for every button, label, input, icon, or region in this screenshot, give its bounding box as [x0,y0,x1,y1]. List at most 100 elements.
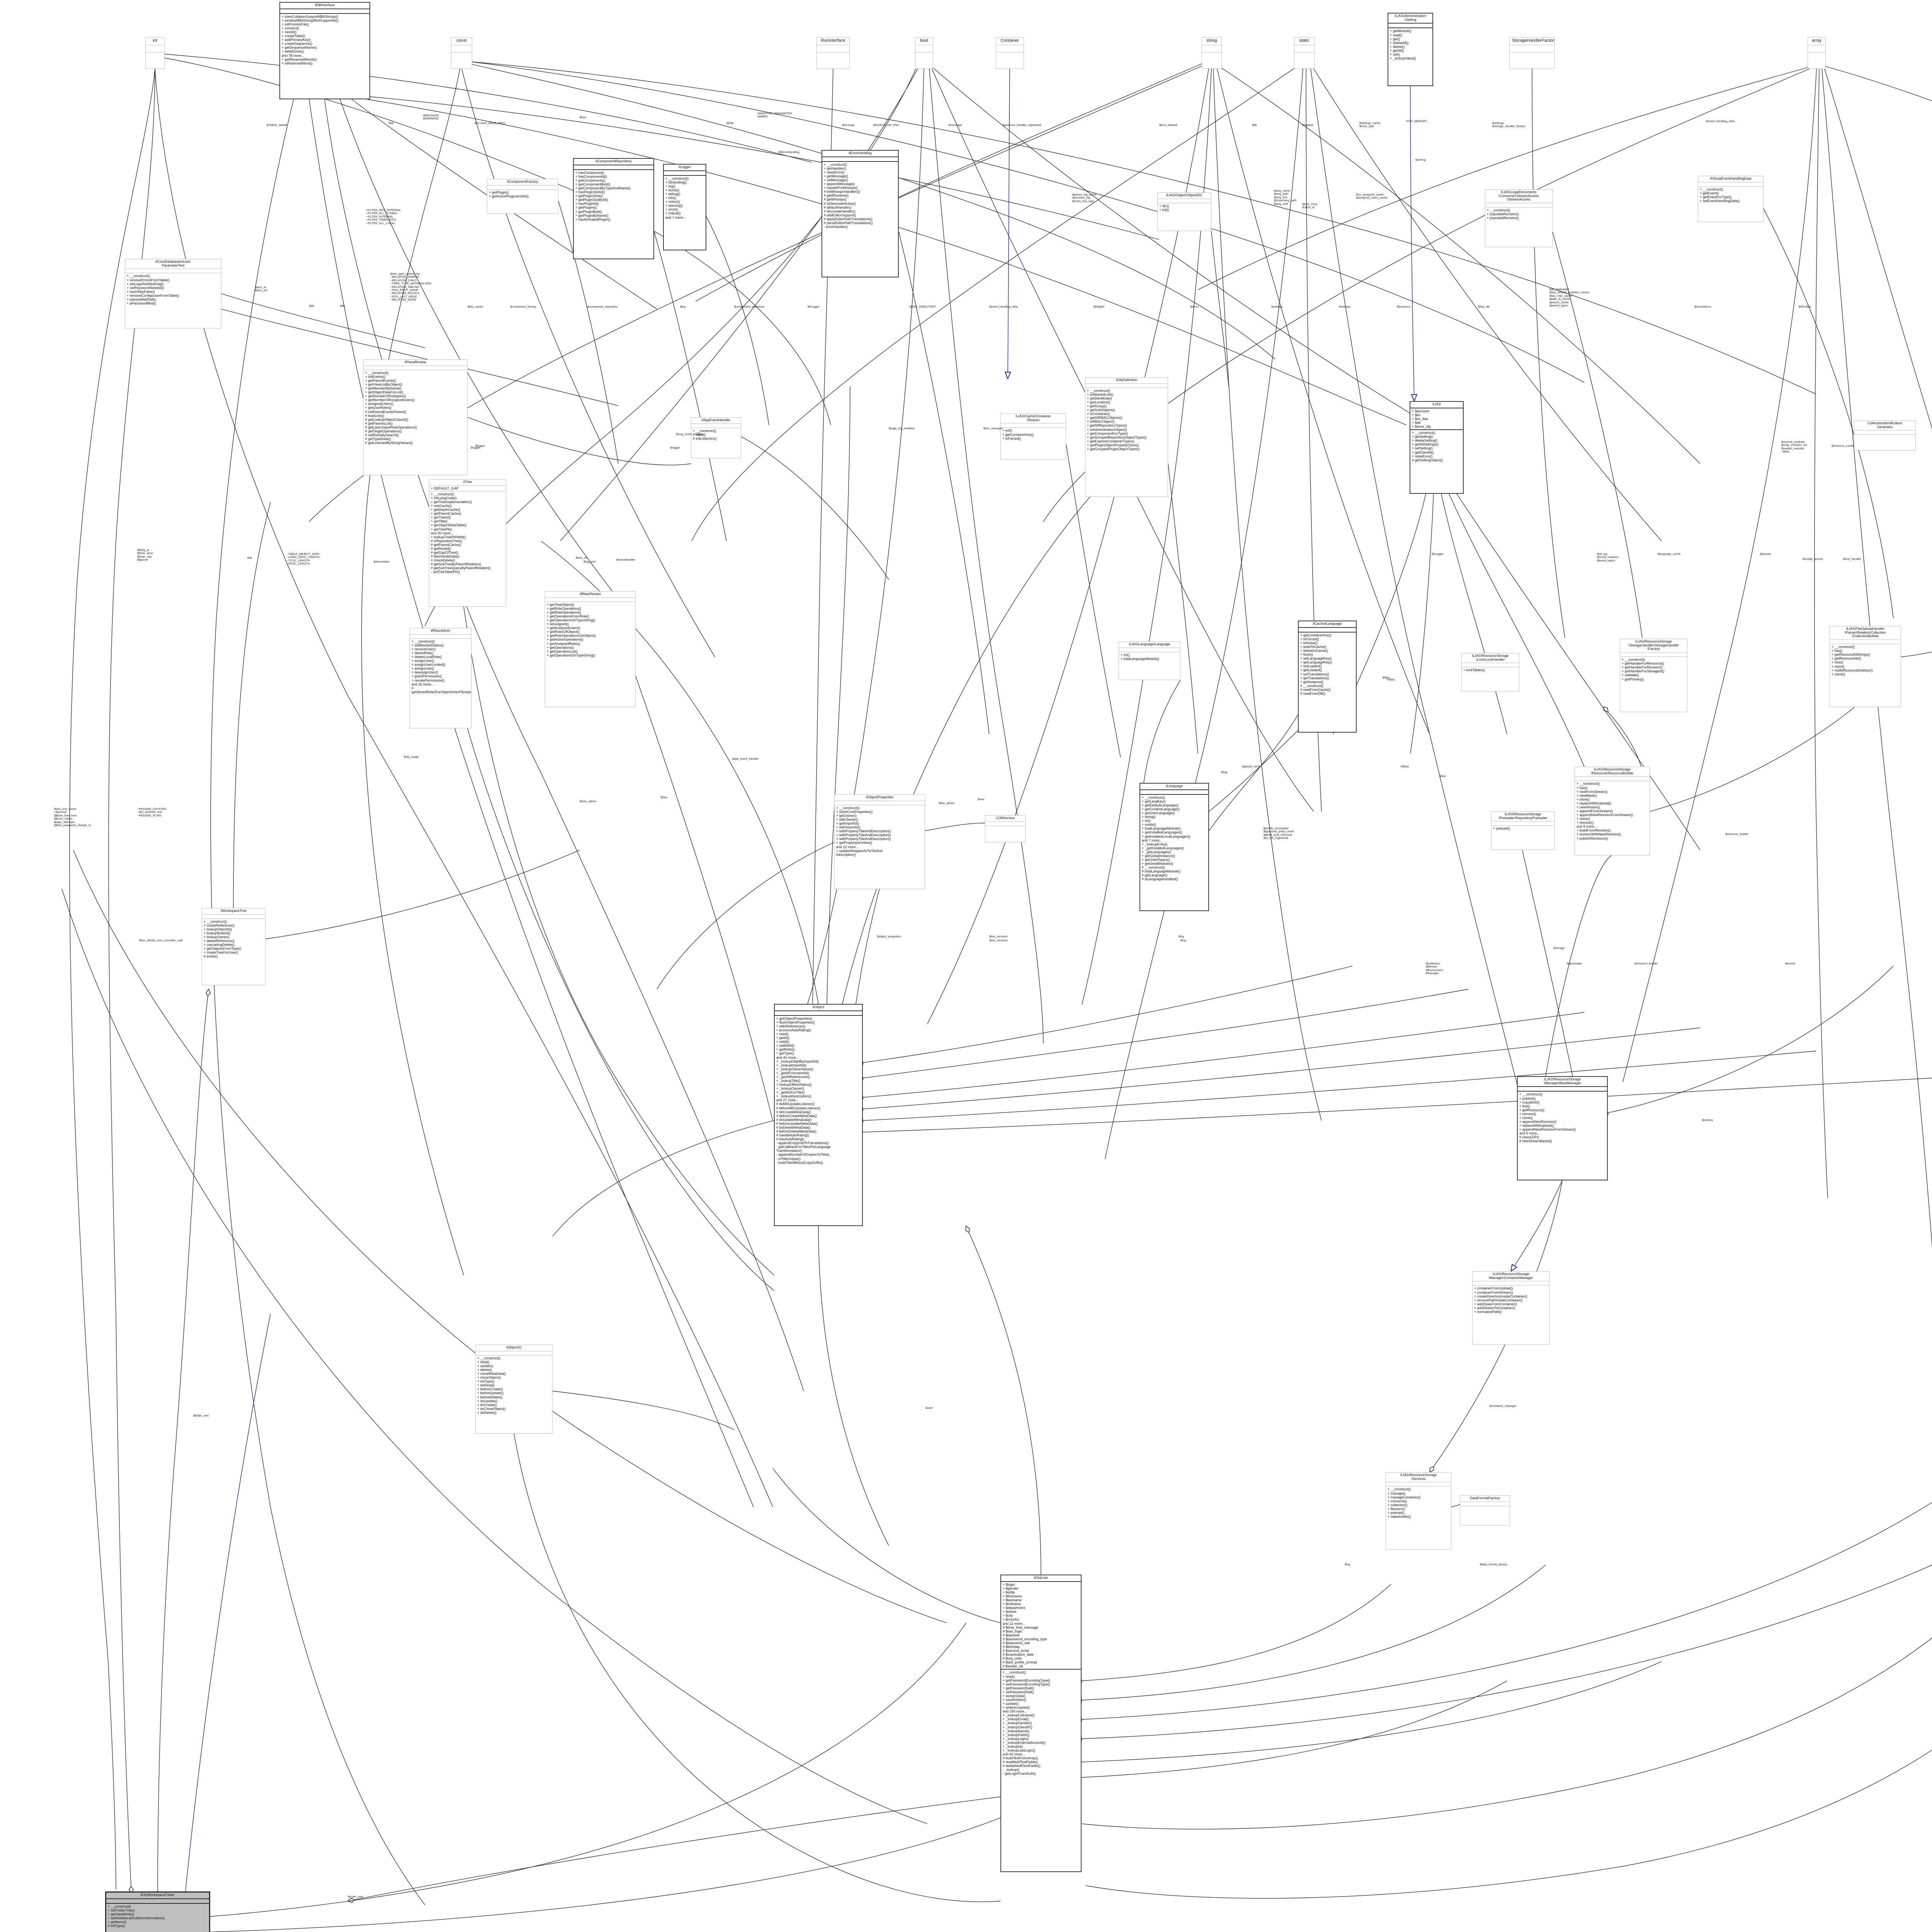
edge-label: ~PHP_MEMORY [1405,119,1427,123]
class-node-ilRbacReview[interactable]: ilRbacReview+ getTreeObject() + getRoleO… [545,591,636,707]
class-node-ILIAS_Language_Language[interactable]: ILIAS\Language\Language+ txt() + loadLan… [1119,641,1180,680]
class-node-Container[interactable]: Container [996,37,1024,69]
class-node-operations: + __construct() + getEvent() + getEventF… [1700,187,1740,203]
class-node-ilObjectIO[interactable]: ilObjectIO+ __construct() + read() + upd… [475,1345,553,1434]
class-node-title: const [451,37,472,45]
class-node-title: ILIAS\FileUploadHandler \Parser\Relation… [1830,626,1901,640]
class-node-ilObjWorkspaceFolder[interactable]: ilObjWorkspaceFolder+ __construct() + se… [105,1891,210,1932]
class-node-ILIAS_FileUploadHandler_EventsSubject[interactable]: ILIAS\FileUploadHandler \Parser\Relation… [1830,626,1901,707]
class-node-attributes: + DEFAULT_GAP [429,486,506,492]
class-node-title: RunInterface [817,37,849,45]
edge-label: $lom_details_user_reminder_mail [139,939,183,942]
class-node-operations [1808,53,1825,60]
edge-label: $logger [670,446,680,449]
class-node-string[interactable]: string [1202,37,1222,69]
edge-label: $db [1252,123,1257,127]
class-node-ilVirtualEventHandlingData[interactable]: ilVirtualEventHandlingData + __construct(… [1698,176,1764,222]
class-node-int[interactable]: int [145,37,165,69]
class-node-attributes [822,157,898,162]
class-node-title: ILIAS\Cache\Container \Reason [1001,414,1066,424]
class-node-operations: + __construct() + isHandling() + log() +… [665,176,689,219]
class-node-ilCacheLanguage[interactable]: ilCachedLanguage+ getContainerKey() + is… [1298,621,1357,733]
class-node-ilObjDefinition[interactable]: ilObjDefinition+ __construct() + isAllow… [1085,377,1168,497]
class-node-operations [996,53,1024,60]
class-node-ilObjUser[interactable]: ilObjUser+ $login + $gender + $utitle + … [1000,1575,1082,1872]
edge-label: $rid_log $found_modules $found_topics [1597,552,1619,562]
class-node-CollectionIdentificationGenerator[interactable]: CollectionIdentification Generator [1854,420,1916,451]
class-node-attributes [1485,203,1552,208]
class-node-ilLogger[interactable]: ilLogger+ __construct() + isHandling() +… [663,164,706,250]
class-node-ilRbacAdmin[interactable]: ilRbacAdmin+ __construct() + setBlockedS… [410,628,471,728]
edge-label: $settings [1339,305,1351,308]
class-node-ILIAS_Administration_Setting[interactable]: ILIAS\Administration \Setting+ getModule… [1388,13,1433,86]
class-node-ILIAS_LegalDocumentsConsumerStreamAccessSheetAccess[interactable]: ILIAS\LegalDocuments \Consumer\StreamAcc… [1485,189,1553,247]
class-node-attributes [1119,648,1180,652]
edge-label: $invalid_access [1803,557,1823,561]
class-node-ilCoreDatabaseIniUserParameterText[interactable]: ilCoreDatabaseIniUser ParameterText+ __c… [125,259,221,328]
class-node-ILIAS_ResourceStorage_Manager_BaseManager[interactable]: ILIAS\ResourceStorage \Manager\BaseManag… [1517,1076,1608,1180]
class-node-title: ilComponentRepository [574,159,653,165]
class-node-bool[interactable]: bool [915,37,933,69]
class-node-RunInterface[interactable]: RunInterface [816,37,850,69]
class-node-operations: + __construct() + getLangKey() + getDefa… [1142,795,1190,881]
edge-label: $app_event_handler [732,757,759,760]
class-node-ILIAS_Object_ObjectDIC[interactable]: ILIAS\Object\ObjectDIC+ dic() + init() [1157,192,1211,231]
edge-label: $db_preloaded $ilias_default_modules_nam… [1549,287,1589,307]
class-node-title: ilRbacAdmin [410,628,471,634]
class-node-attributes [1386,1482,1451,1487]
edge-label: $user [925,1406,933,1410]
edge-label: $order_user [348,1895,364,1898]
class-node-ilComponentFactory[interactable]: ilComponentFactory+ getPlugin() + getAct… [487,179,558,214]
class-node-LCMService[interactable]: LCMService [985,815,1026,842]
class-node-operations: + getModule() + read() + get() + deleteA… [1390,29,1416,60]
class-node-operations: + __construct() + publish() + unpublish(… [1519,1092,1576,1143]
class-node-attributes [1698,182,1763,187]
class-node-operations [1510,53,1554,60]
class-node-ilTree[interactable]: ilTree+ DEFAULT_GAP+ __construct() + ini… [429,479,506,607]
class-node-ilRadToHandler[interactable]: ilAppEventHandler+ __construct() + raise… [691,417,741,458]
class-node-title: ilTree [429,480,506,486]
edge-label: $lom_services [989,939,1008,942]
class-node-operations: + __construct() + createReference() + lo… [204,919,242,959]
class-node-ilComponentRepository[interactable]: ilComponentRepository+ hasComponent() + … [573,158,654,259]
class-node-const[interactable]: const [451,37,472,69]
class-node-ILIAS_ResourceStorage_Manager_ContainerManager[interactable]: ILIAS\ResourceStorage \Manager\Container… [1472,1271,1549,1345]
edge-label: $ilias_db [1478,305,1490,308]
class-node-operations: + __construct() + isAllowedLink() + getD… [1087,388,1147,451]
edge-label: $tree [661,796,668,799]
class-node-array[interactable]: array [1808,37,1826,69]
class-node-ILIAS_ResourceStorage_LockLockHandler[interactable]: ILIAS\ResourceStorage \Lock\LockHandler+… [1461,653,1519,692]
class-node-ILIAS_Cache_ContainerReason[interactable]: ILIAS\Cache\Container \Reason+ isIt() + … [1000,413,1066,460]
class-node-title: int [146,37,164,45]
class-node-ilObject[interactable]: ilObject+ getObjectProperties() + flushO… [774,1004,863,1226]
edge-label: $ilDB [726,121,733,125]
class-node-title: ilVirtualEventHandlingData [1698,176,1763,182]
class-node-attributes [1294,45,1314,53]
class-node-title: ILIAS\ResourceStorage \StorageHandler\St… [1620,639,1687,653]
class-node-operations: + getObjectProperties() + flushObjectPro… [776,1016,831,1165]
edge-label: $tree_ref [576,556,588,560]
class-node-ilWorkspaceTree[interactable]: ilWorkspaceTree+ __construct() + createR… [202,908,265,985]
class-node-DataFormatFactory[interactable]: DataFormatFactory [1460,1495,1510,1526]
class-node-title: ilPlaceReview [364,360,467,366]
edge-label: $ilias [1439,774,1446,778]
class-node-ilDBInterface[interactable]: ilDBInterface+ doesCollationSupportMB4St… [279,2,370,99]
class-node-ILIAS_ResourceStorage_Services[interactable]: ILIAS\ResourceStorage \Services+ __const… [1386,1472,1451,1549]
class-node-ilPlaceReview[interactable]: ilPlaceReview+ __construct() + initEvent… [363,359,468,475]
class-node-ILIAS_ResourceStorage_ResourceIsBuilder[interactable]: ILIAS\ResourceStorage \Resource\Resource… [1575,767,1650,855]
class-node-ilErrorHandling[interactable]: ilErrorHandling+ __construct() + getHand… [821,150,899,277]
class-node-ilLanguage[interactable]: ilLanguage+ __construct() + getLangKey()… [1139,783,1209,911]
edge-label: $tree_type_nested_set ~RELATION_PARENT ~… [390,272,432,302]
class-node-ILIAS_ResourceStorage_PreloaderRepositoryPreloader[interactable]: ILIAS\ResourceStorage \Preloader\Reposit… [1491,811,1555,850]
edge-label: $component_repository [734,305,765,308]
edge-label: $resource_builder [1725,832,1749,836]
edge-label: $filter [1383,676,1390,679]
class-node-ILIAS[interactable]: ILIAS+ $account + $ini + $ini_ilias + $d… [1410,401,1464,494]
edge-label: $resource_builder [1634,962,1658,965]
class-node-attributes [664,171,706,176]
class-node-ILIAS_ResourceStorage_Consumer_StreamAccess[interactable]: ILIAS\ResourceStorage \StorageHandler\St… [1620,639,1687,712]
class-node-attributes [915,45,933,53]
class-node-static[interactable]: static [1294,37,1315,69]
class-node-ilObjectProperties[interactable]: ilObjectProperties+ __construct() + stor… [834,794,925,889]
class-node-StorageHandlerFactory[interactable]: StorageHandlerFactory [1509,37,1555,69]
